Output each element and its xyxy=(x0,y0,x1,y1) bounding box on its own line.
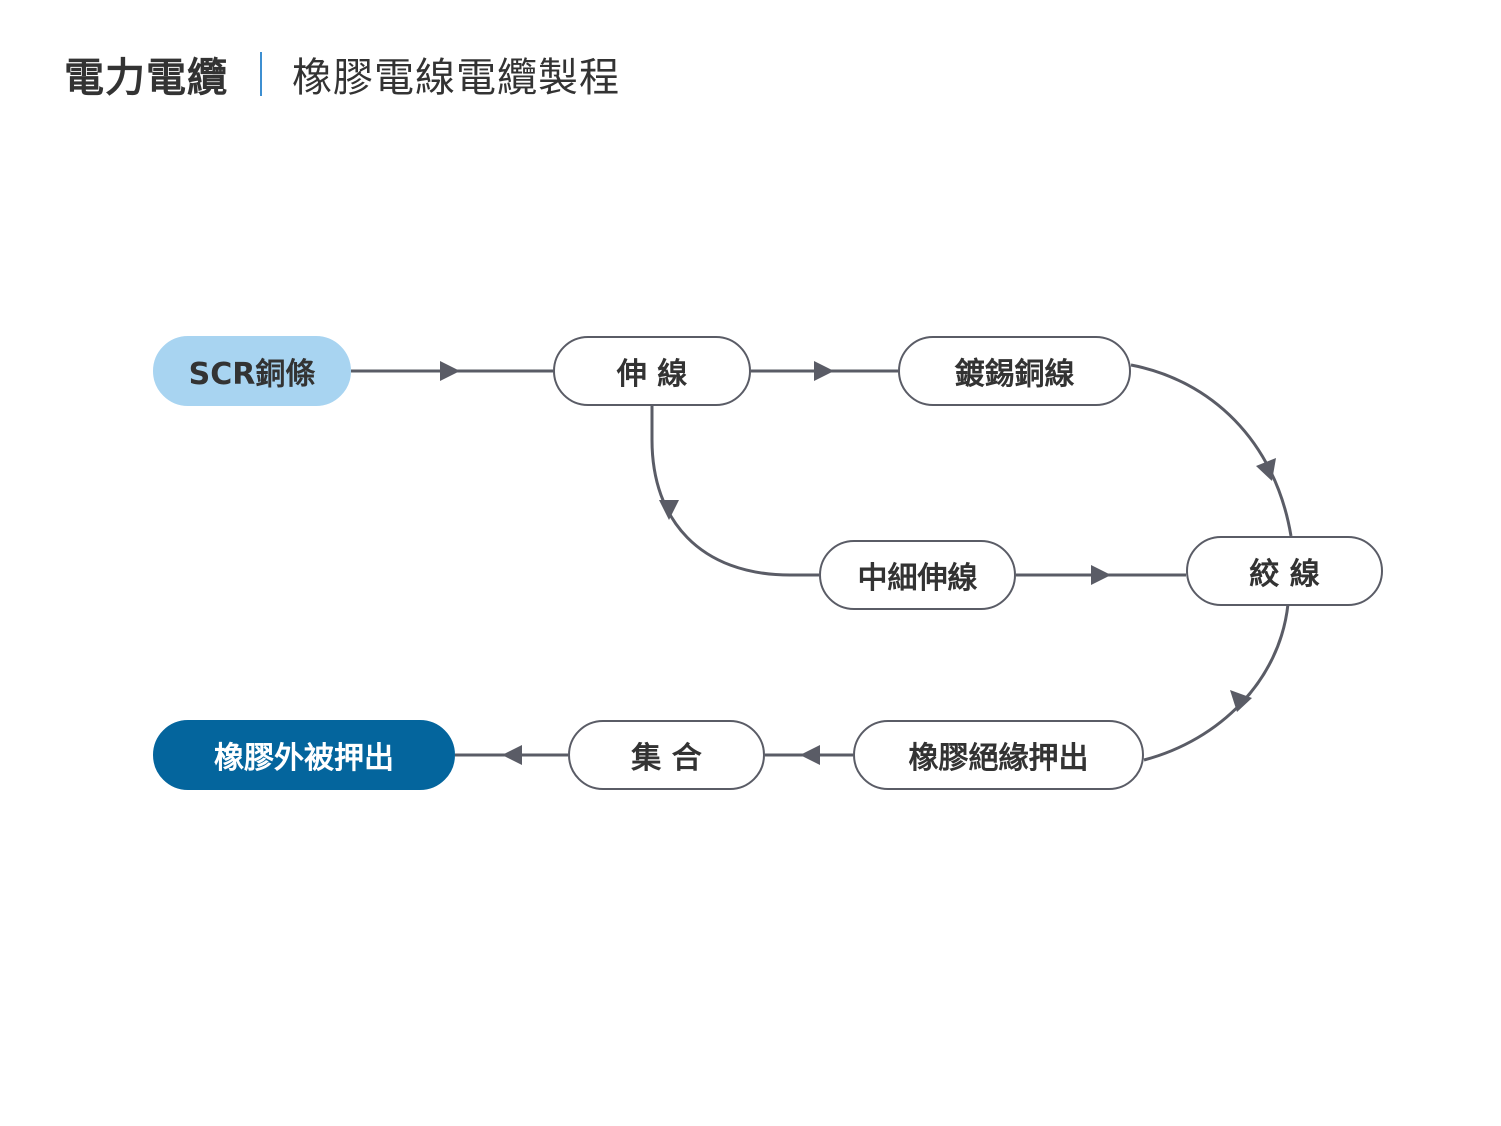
arrow-down-icon xyxy=(1230,690,1252,712)
arrow-right-icon xyxy=(1091,565,1111,585)
arrow-left-icon xyxy=(502,745,522,765)
header: 電力電纜 橡膠電線電纜製程 xyxy=(64,44,620,104)
arrow-down-icon xyxy=(1256,458,1276,481)
edge-draw-to-mid xyxy=(650,405,819,577)
node-stranding: 絞 線 xyxy=(1186,536,1383,606)
node-medium-fine-drawing: 中細伸線 xyxy=(819,540,1016,610)
node-scr-copper-rod: SCR銅條 xyxy=(153,336,351,406)
page-title: 電力電纜 xyxy=(64,55,228,101)
node-rubber-insulation-extrusion: 橡膠絕緣押出 xyxy=(853,720,1144,790)
node-wire-drawing: 伸 線 xyxy=(553,336,751,406)
arrow-right-icon xyxy=(440,361,460,381)
node-rubber-sheath-extrusion: 橡膠外被押出 xyxy=(153,720,455,790)
arrow-right-icon xyxy=(814,361,834,381)
edge-tin-to-strand xyxy=(1130,363,1293,537)
arrow-down-icon xyxy=(659,500,679,520)
arrow-left-icon xyxy=(800,745,820,765)
title-divider xyxy=(260,52,262,96)
edge-strand-to-insul xyxy=(1143,603,1290,762)
node-assembling: 集 合 xyxy=(568,720,765,790)
page-subtitle: 橡膠電線電纜製程 xyxy=(292,55,620,101)
node-tinned-copper-wire: 鍍錫銅線 xyxy=(898,336,1131,406)
